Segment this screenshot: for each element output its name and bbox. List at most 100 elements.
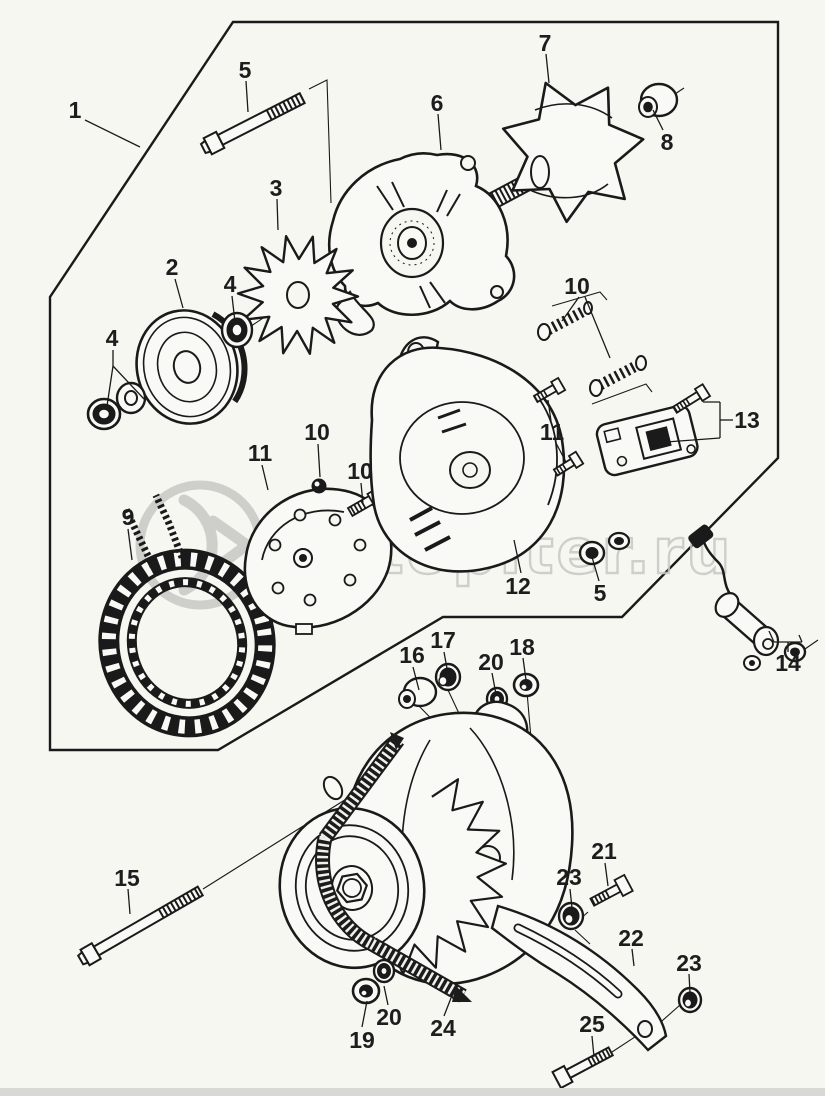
part-number-5-mounting-bolt: 5 [239,57,252,83]
callout-leader [317,443,321,478]
callout-leader [584,296,611,359]
callout-leader [591,556,600,582]
part-number-20-washer-lower: 20 [376,1004,402,1030]
capacitor-nut-14 [783,641,807,663]
part-number-25-bracket-bolt: 25 [579,1011,605,1037]
callout-leader [231,295,236,323]
part-number-3-fan: 3 [270,175,283,201]
spacer-16 [398,676,438,709]
callout-leader [360,482,364,505]
rear-housing-12 [369,336,566,573]
bracket-bolt-25 [551,1046,615,1090]
part-number-1-enclosure-outline: 1 [69,97,82,123]
part-number-22-adjuster-bracket: 22 [618,925,644,951]
adjuster-bolt-21 [589,873,634,907]
callout-leader [591,1035,595,1058]
part-number-24-belt: 24 [430,1015,456,1041]
part-number-4-washer-nut-left: 4 [106,325,119,351]
callout-leader [412,666,420,691]
bushing-8 [638,82,679,118]
callout-leader [555,442,567,463]
washer-23-lower [677,986,703,1014]
callout-leader [245,80,249,113]
nut-4-left [86,397,122,431]
housing-screw-11a [532,376,567,404]
part-number-10-terminal-stud: 10 [347,458,373,484]
part-number-9-stator: 9 [122,504,135,530]
housing-screw-11b [552,450,585,477]
washer-4-left [115,381,147,415]
nut-5-mid [578,531,631,566]
rotor-7 [477,81,645,224]
brush-spring-10a [537,301,593,341]
callout-leader [569,888,573,909]
part-number-14-capacitor: 14 [775,650,801,676]
nut-18 [512,672,540,698]
pulley-2 [135,309,248,425]
part-number-23-washer-adjuster-upper: 23 [556,864,582,890]
brush-spring-10b [589,355,647,397]
long-bolt-15 [76,885,205,967]
washer-4-right [220,311,254,349]
callout-leader [522,657,527,681]
belt-24 [315,732,472,1003]
callout-leader [437,113,442,151]
part-number-23-washer-adjuster-lower: 23 [676,950,702,976]
callout-leader [174,278,184,309]
callout-leader [112,365,145,400]
regulator-13 [595,404,699,477]
callout-leader [665,437,721,443]
callout-leader [652,109,664,131]
brush-cap-10 [311,478,327,494]
part-number-2-pulley: 2 [166,254,179,280]
stator-9 [98,493,276,738]
fan-3 [236,235,360,355]
washer-20-lower [372,958,396,984]
callout-leader [127,528,133,561]
part-number-12-rear-housing: 12 [505,573,531,599]
adjuster-bracket-22 [490,904,668,1052]
callout-leader [604,862,609,887]
part-number-8-bushing: 8 [661,129,674,155]
callout-leader [383,985,389,1006]
callout-leader [547,399,552,422]
part-number-5-nut-mid: 5 [594,580,607,606]
callout-leader [768,630,775,643]
capacitor-14 [688,524,780,671]
bottom-bar [0,1088,825,1096]
nut-19 [351,977,381,1005]
callout-leader [798,634,803,643]
part-number-13-regulator: 13 [734,407,760,433]
part-number-11-rectifier: 11 [248,440,273,466]
callout-leader [127,888,131,915]
part-number-19-nut-lower: 19 [349,1027,375,1053]
alternator-assembly [278,700,574,986]
drive-end-housing-6 [327,152,516,336]
callout-leader [545,53,550,84]
part-number-20-washer-upper: 20 [478,649,504,675]
callout-leader [261,464,269,491]
part-number-10-brush-springs: 10 [564,273,590,299]
callout-leader [443,651,449,675]
part-number-4-washer-right: 4 [224,271,237,297]
part-number-11-housing-screws: 11 [540,419,565,445]
spacer-17 [434,662,462,692]
part-number-6-drive-end-housing: 6 [431,90,444,116]
part-number-21-adjuster-bolt: 21 [591,838,617,864]
callout-leader [688,973,691,994]
callout-leader [106,365,114,407]
washer-23-upper [557,901,585,931]
part-number-18-nut-upper: 18 [509,634,535,660]
part-number-10-brush-cap: 10 [304,419,330,445]
callout-leader [513,539,522,574]
part-number-17-spacer-short: 17 [430,627,456,653]
callout-leader [276,198,279,231]
part-number-7-rotor: 7 [539,30,552,56]
part-number-16-spacer-long: 16 [399,642,425,668]
regulator-bolt-13 [671,382,712,414]
enclosure-outline [48,20,780,752]
callout-leader [631,948,635,967]
